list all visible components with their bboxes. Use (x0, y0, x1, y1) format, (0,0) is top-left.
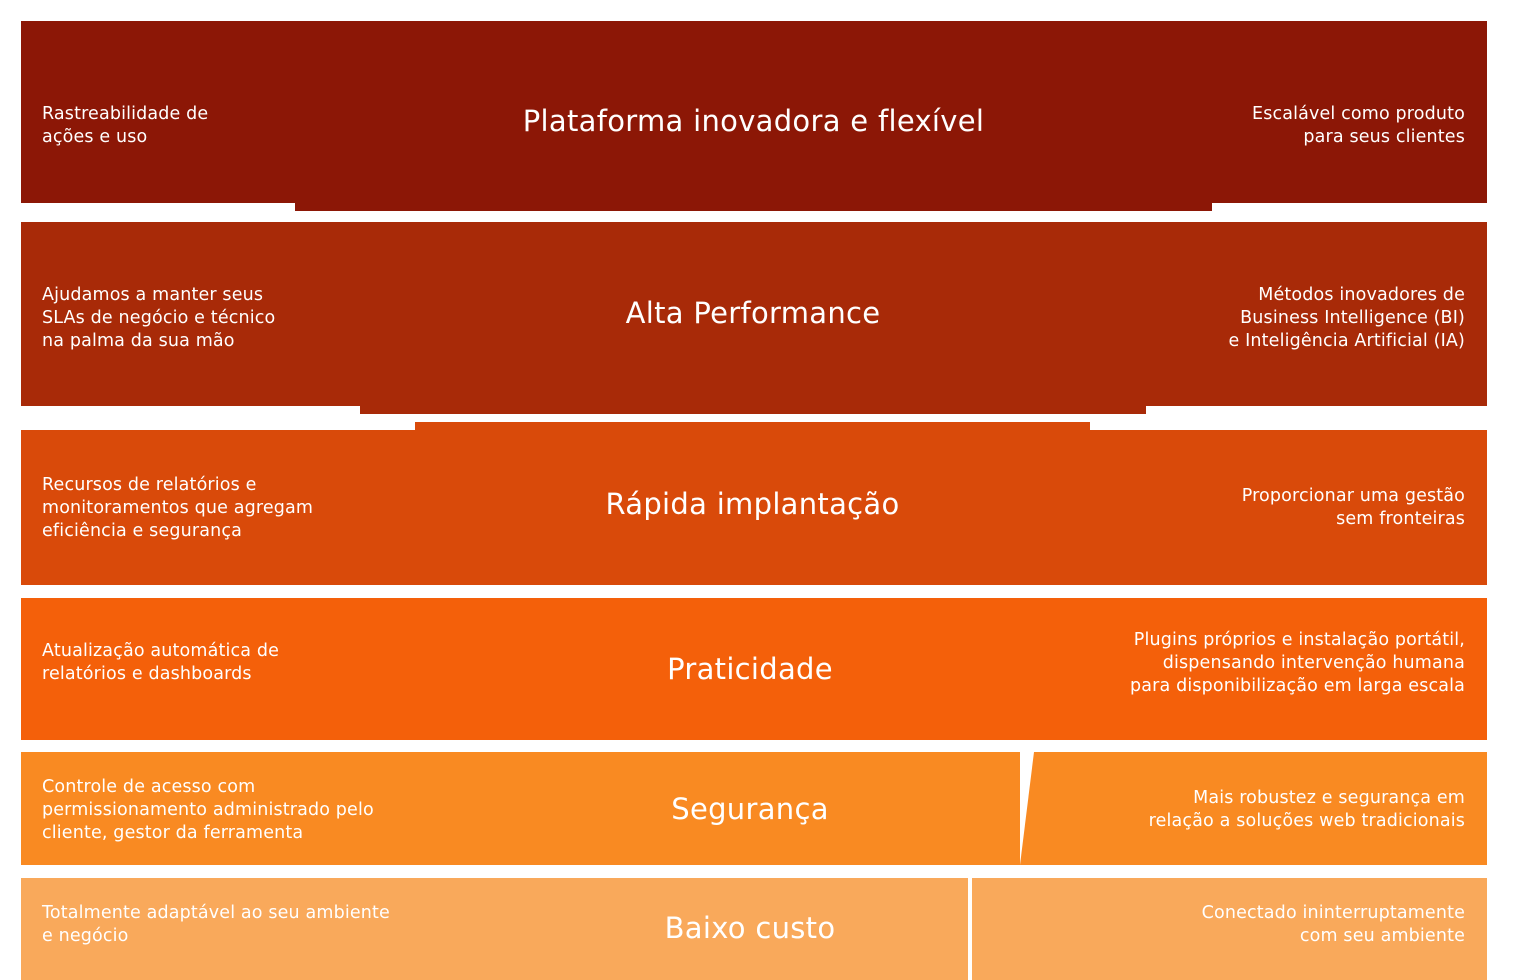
row5-right-block (1020, 752, 1487, 865)
row4-block (21, 598, 1487, 740)
row1-left-caption: Rastreabilidade de ações e uso (42, 104, 209, 147)
row3-right-caption: Proporcionar uma gestão sem fronteiras (1241, 486, 1465, 529)
row4-right-caption: Plugins próprios e instalação portátil, … (1130, 630, 1465, 696)
pyramid-row-alta-performance[interactable]: Ajudamos a manter seus SLAs de negócio e… (0, 222, 1515, 414)
row2-left-caption: Ajudamos a manter seus SLAs de negócio e… (42, 285, 276, 351)
row1-right-caption: Escalável como produto para seus cliente… (1252, 104, 1465, 147)
row2-right-caption: Métodos inovadores de Business Intellige… (1228, 285, 1465, 351)
row2-right-block (1146, 222, 1487, 406)
row6-title: Baixo custo (664, 911, 836, 945)
row5-right-caption: Mais robustez e segurança em relação a s… (1148, 788, 1465, 831)
row2-center-block (360, 222, 1146, 414)
row3-title: Rápida implantação (605, 487, 900, 521)
pyramid-row-plataforma-inovadora-e-flexivel[interactable]: Rastreabilidade de ações e uso Plataform… (0, 21, 1515, 211)
row6-left-caption: Totalmente adaptável ao seu ambiente e n… (42, 903, 390, 946)
row3-left-caption: Recursos de relatórios e monitoramentos … (42, 475, 314, 541)
row4-left-caption: Atualização automática de relatórios e d… (42, 641, 280, 684)
row6-left-block (21, 878, 968, 980)
row1-title: Plataforma inovadora e flexível (522, 104, 985, 138)
row5-title: Segurança (671, 792, 829, 826)
pyramid-row-baixo-custo[interactable]: Totalmente adaptável ao seu ambiente e n… (0, 878, 1515, 980)
row6-right-caption: Conectado ininterruptamente com seu ambi… (1201, 903, 1465, 946)
row4-title: Praticidade (667, 652, 833, 686)
row1-right-block (1212, 21, 1487, 203)
row1-left-block (21, 21, 295, 203)
row3-center-block (415, 422, 1090, 585)
row2-title: Alta Performance (625, 296, 881, 330)
row6-right-block (972, 878, 1487, 980)
row1-center-block (295, 21, 1212, 211)
row5-left-caption: Controle de acesso com permissionamento … (42, 777, 374, 843)
row5-left-block (21, 752, 1020, 865)
row2-left-block (21, 222, 360, 406)
pyramid-row-seguranca[interactable]: Controle de acesso com permissionamento … (0, 752, 1515, 865)
row3-left-block (21, 430, 415, 585)
row3-right-block (1090, 430, 1487, 585)
pyramid-row-rapida-implantacao[interactable]: Recursos de relatórios e monitoramentos … (0, 422, 1515, 585)
pyramid-row-praticidade[interactable]: Atualização automática de relatórios e d… (0, 598, 1515, 740)
